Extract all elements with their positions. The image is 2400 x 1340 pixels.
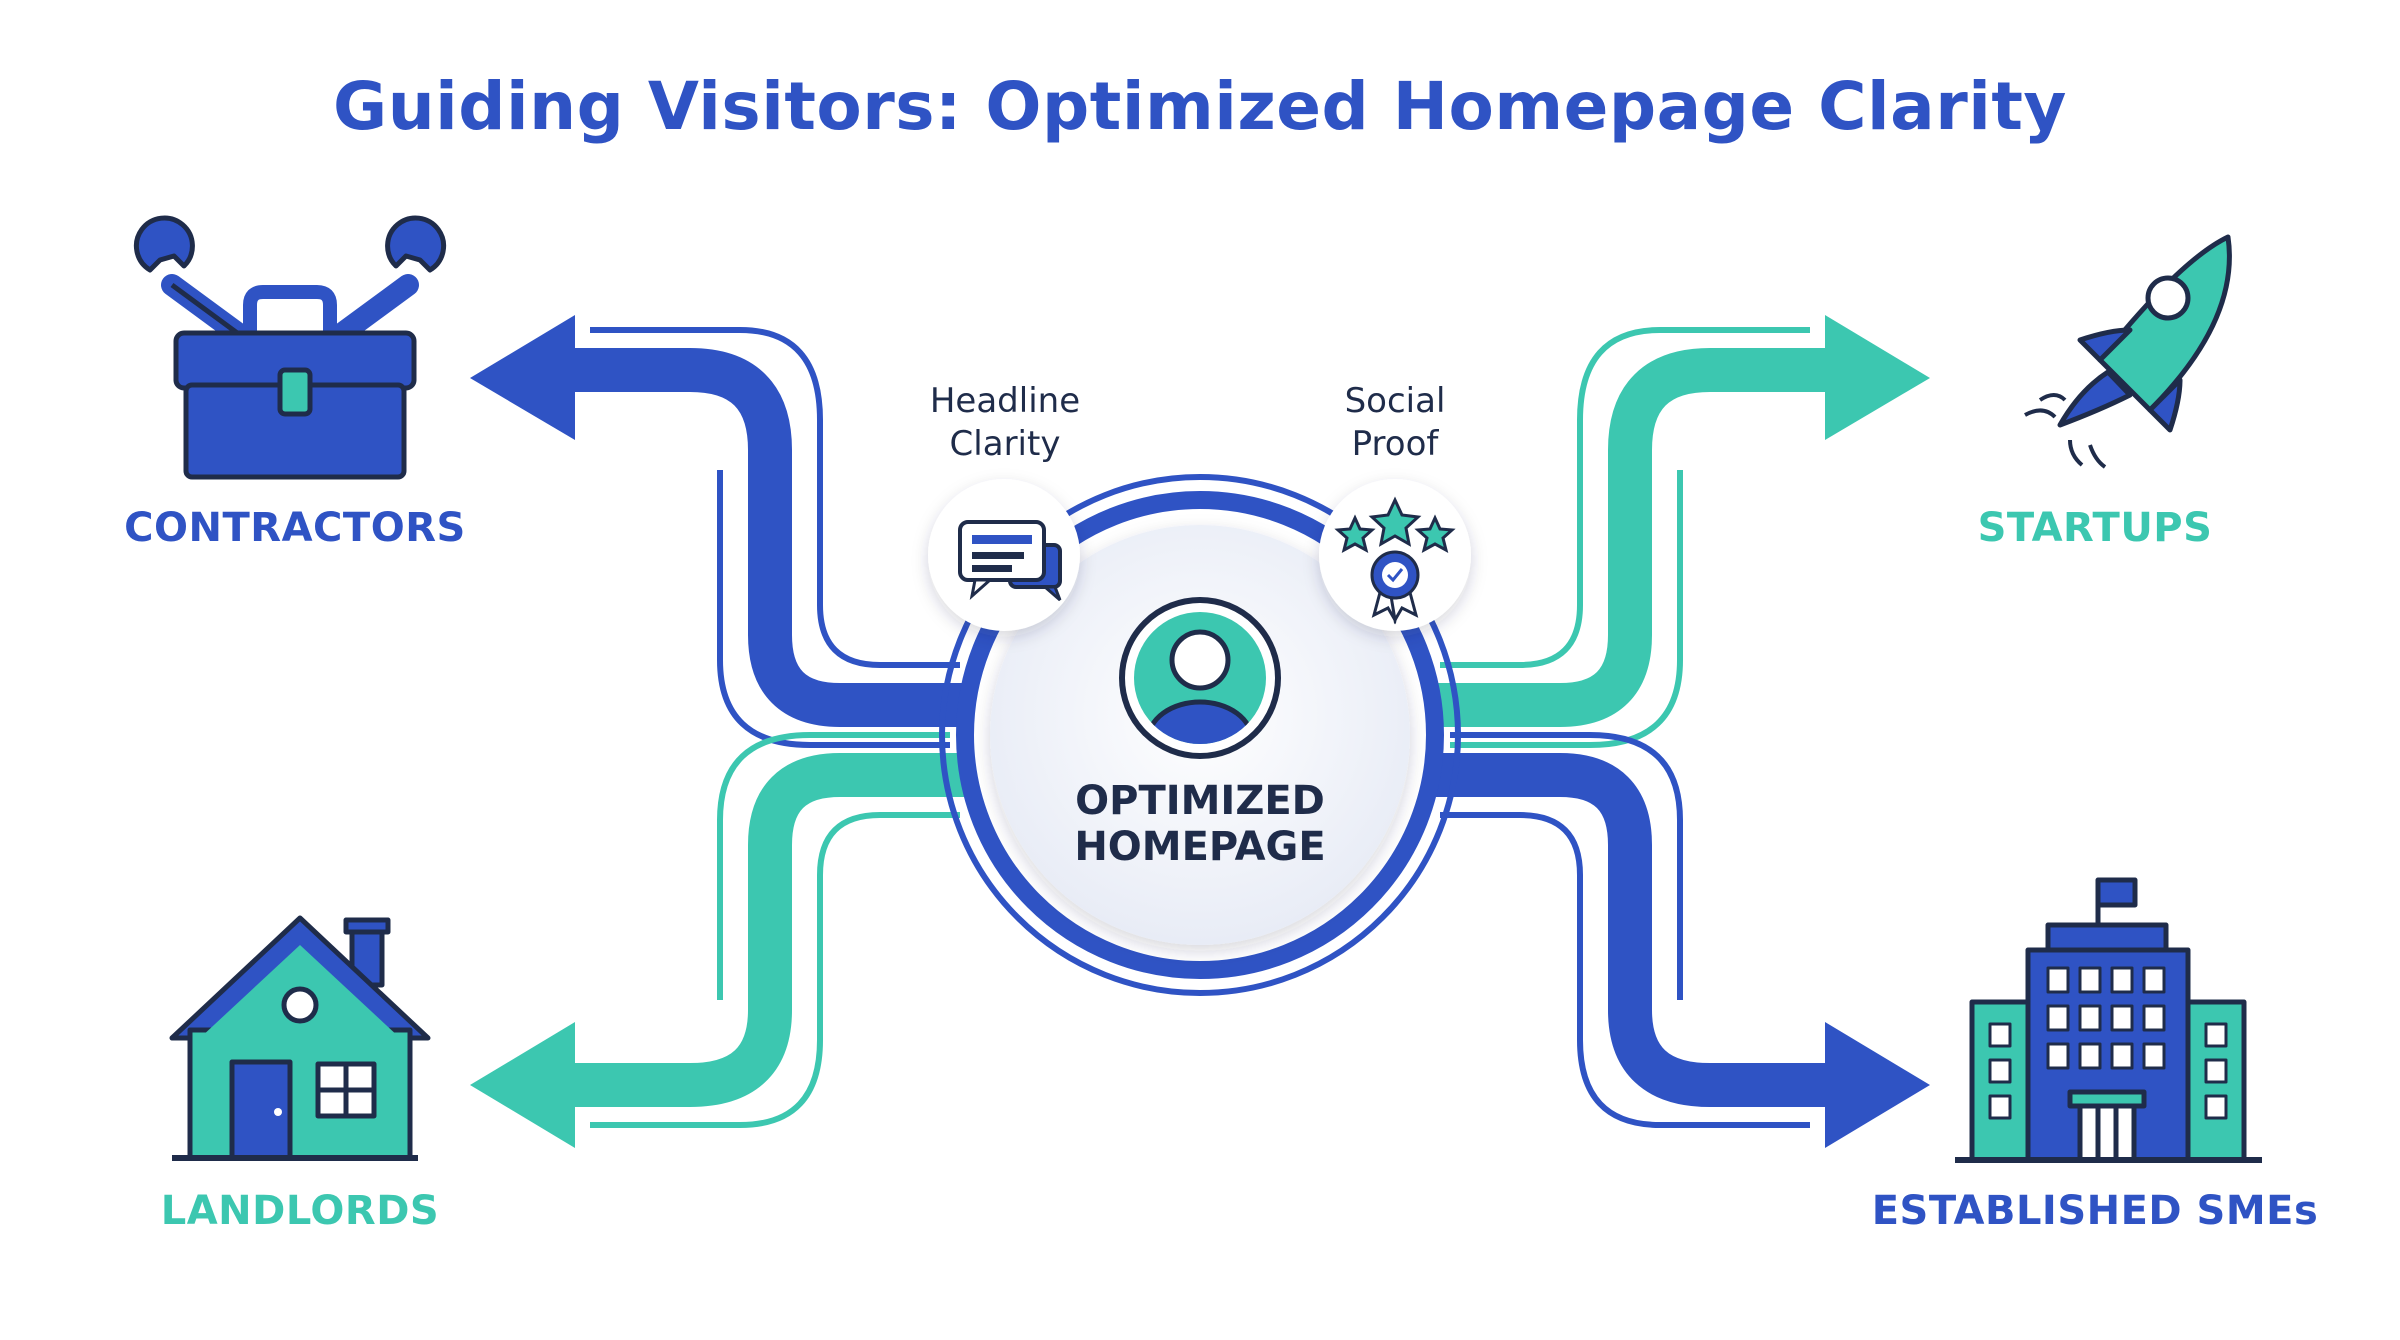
toolbox-icon <box>133 215 447 480</box>
chat-bubbles-icon <box>958 520 1062 602</box>
office-building-icon <box>1955 877 2262 1163</box>
arrow-right-startups <box>1825 315 1930 440</box>
connector-smes <box>1400 732 1930 1148</box>
connector-startups <box>1400 315 1930 748</box>
segment-label-established-smes: ESTABLISHED SMEs <box>1871 1188 2319 1234</box>
arrow-left-landlords <box>470 1022 575 1148</box>
connector-contractors <box>470 315 1000 748</box>
segment-label-contractors: CONTRACTORS <box>124 505 466 551</box>
user-profile-icon <box>1119 597 1281 759</box>
hub-label-line1: OPTIMIZED <box>1075 778 1325 824</box>
hub <box>939 474 1461 996</box>
stars-award-icon <box>1334 496 1456 625</box>
feature-headline-line2: Clarity <box>949 424 1061 464</box>
segment-label-startups: STARTUPS <box>1977 505 2213 551</box>
feature-label-headline-clarity: Headline Clarity <box>875 380 1135 466</box>
hub-label: OPTIMIZED HOMEPAGE <box>1000 778 1400 870</box>
feature-headline-line1: Headline <box>929 381 1081 421</box>
feature-headline-clarity <box>928 479 1080 631</box>
rocket-icon <box>2024 234 2232 469</box>
connector-landlords <box>470 732 1000 1148</box>
hub-label-line2: HOMEPAGE <box>1074 824 1326 870</box>
diagram-title: Guiding Visitors: Optimized Homepage Cla… <box>333 68 2067 145</box>
feature-social-line2: Proof <box>1351 424 1439 464</box>
arrow-left-contractors <box>470 315 575 440</box>
segment-label-landlords: LANDLORDS <box>160 1188 440 1234</box>
house-icon <box>169 915 431 1161</box>
feature-social-line1: Social <box>1344 381 1446 421</box>
feature-social-proof <box>1319 479 1471 631</box>
feature-label-social-proof: Social Proof <box>1270 380 1520 466</box>
arrow-right-smes <box>1825 1022 1930 1148</box>
